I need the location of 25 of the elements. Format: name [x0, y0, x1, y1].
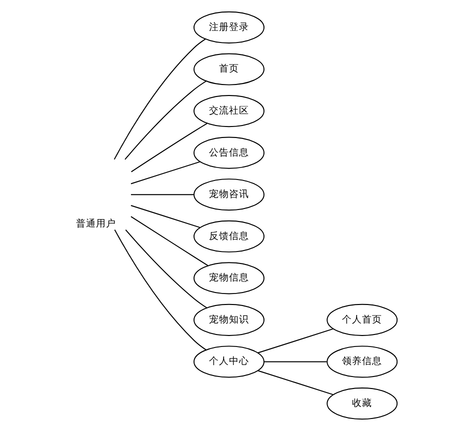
node-ellipse: 交流社区 [194, 95, 264, 128]
connector [130, 122, 208, 172]
node-ellipse: 注册登录 [194, 11, 264, 44]
node-ellipse: 公告信息 [194, 136, 264, 169]
node-ellipse: 首页 [194, 53, 264, 86]
node-text: 普通用户 [76, 218, 116, 230]
node-ellipse: 个人中心 [194, 346, 264, 378]
connector [264, 361, 328, 362]
connector [257, 370, 334, 396]
connector [130, 194, 194, 196]
connector [125, 229, 208, 308]
node-ellipse: 宠物咨讯 [194, 178, 264, 211]
connector [257, 328, 334, 354]
node-ellipse: 收藏 [326, 388, 398, 420]
connector [130, 216, 208, 266]
connector [130, 205, 200, 228]
connector [130, 161, 200, 184]
node-ellipse: 宠物信息 [194, 262, 264, 294]
node-ellipse: 宠物知识 [194, 304, 264, 336]
connector [114, 229, 207, 350]
connector [114, 38, 206, 160]
node-ellipse: 反馈信息 [194, 220, 264, 252]
node-ellipse: 领养信息 [326, 346, 398, 378]
node-ellipse: 个人首页 [326, 304, 398, 336]
connector [124, 80, 207, 160]
